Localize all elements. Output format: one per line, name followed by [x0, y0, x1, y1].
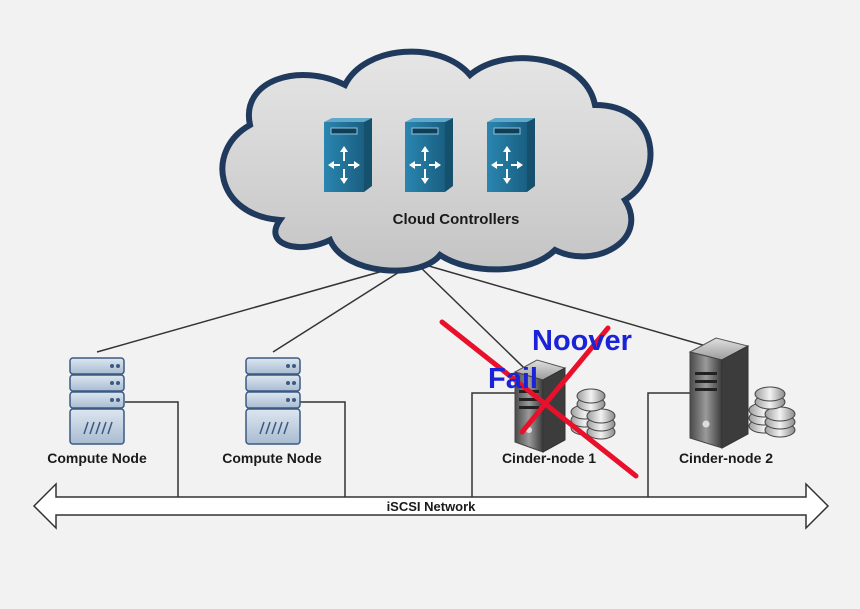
cinder-node-2-label: Cinder-node 2 — [679, 450, 773, 466]
compute-node-2-label: Compute Node — [222, 450, 322, 466]
storage-server-icon — [688, 337, 750, 449]
iscsi-network-arrow — [32, 482, 830, 530]
compute-node-1 — [69, 357, 125, 445]
router-server-icon — [409, 146, 441, 184]
compute-node-1-label: Compute Node — [47, 450, 147, 466]
red-cross-icon — [439, 319, 639, 479]
router-server-icon — [328, 146, 360, 184]
annotation-fail: Fail — [488, 363, 538, 395]
server-rack-icon — [245, 357, 301, 445]
server-rack-icon — [69, 357, 125, 445]
controller-3 — [487, 118, 535, 192]
network-drops — [125, 392, 690, 497]
cloud-label: Cloud Controllers — [393, 211, 520, 228]
database-stack-icon — [748, 386, 796, 438]
cloud-links — [96, 261, 721, 396]
controller-1 — [324, 118, 372, 192]
iscsi-network-label: iSCSI Network — [387, 499, 477, 514]
compute-node-2 — [245, 357, 301, 445]
cinder-node-2 — [688, 337, 796, 449]
controller-2 — [405, 118, 453, 192]
cinder-node-1-label: Cinder-node 1 — [502, 450, 596, 466]
router-server-icon — [491, 146, 523, 184]
annotation-noover: Noover — [532, 325, 632, 357]
